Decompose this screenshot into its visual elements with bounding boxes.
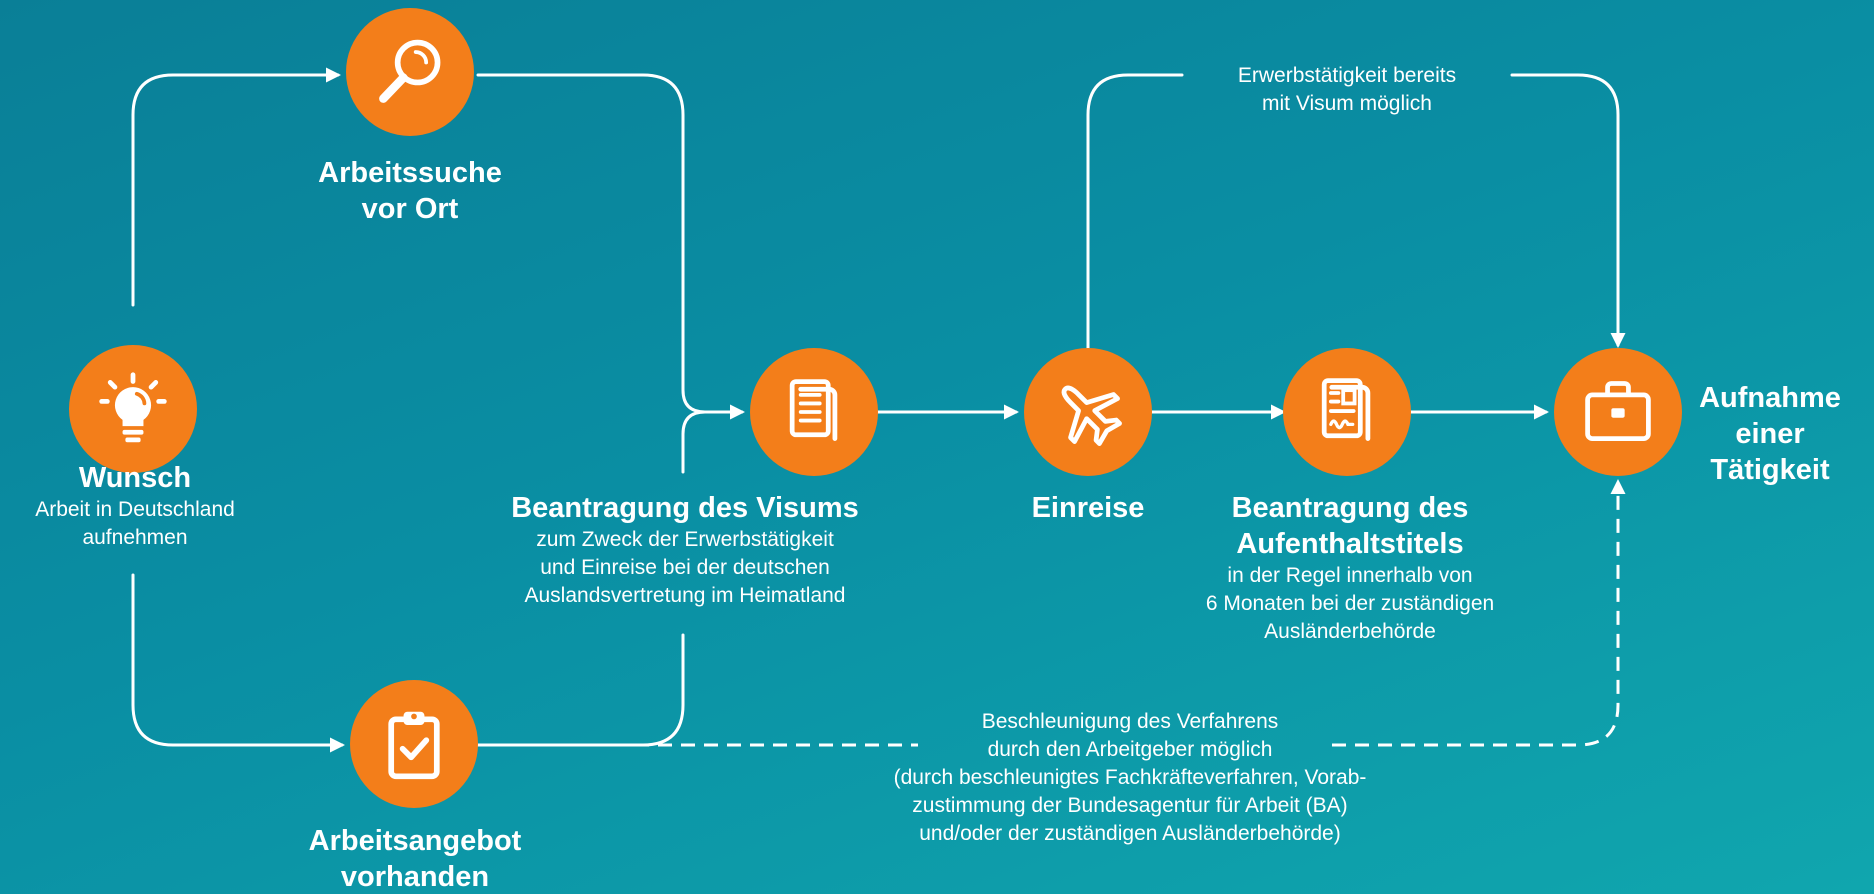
line-arbeitssuche-to-visum: [476, 73, 707, 414]
aufenthaltstitel-subtitle-line2: 6 Monaten bei der zuständigen: [1205, 592, 1495, 615]
wunsch-label: Wunsch Arbeit in Deutschland aufnehmen: [0, 460, 270, 552]
beschleunigung-note-line5: und/oder der zuständigen Ausländerbehörd…: [919, 822, 1341, 845]
beschleunigung-note: Beschleunigung des Verfahrens durch den …: [790, 708, 1470, 848]
permit-document-icon: [1321, 378, 1371, 441]
einreise-title: Einreise: [1031, 492, 1145, 524]
wunsch-subtitle-line2: aufnehmen: [82, 526, 188, 549]
aufenthaltstitel-subtitle-line3: Ausländerbehörde: [1264, 620, 1436, 643]
visum-label: Beantragung des Visums zum Zweck der Erw…: [460, 490, 910, 610]
arrow-wunsch-to-arbeitsangebot: [131, 573, 345, 753]
lightbulb-icon: [99, 372, 167, 443]
magnifier-icon: [379, 39, 441, 103]
arbeitssuche-title-line1: Arbeitssuche: [318, 157, 502, 189]
aufenthaltstitel-label: Beantragung des Aufenthaltstitels in der…: [1170, 490, 1530, 646]
clipboard-check-icon: [388, 711, 440, 780]
einreise-node: [1024, 348, 1152, 476]
arrow-wunsch-to-arbeitssuche: [131, 67, 341, 307]
beschleunigung-note-line2: durch den Arbeitgeber möglich: [987, 738, 1273, 761]
arbeitsangebot-label: Arbeitsangebot vorhanden: [265, 823, 565, 894]
visum-subtitle-line2: und Einreise bei der deutschen: [540, 556, 830, 579]
arrow-einreise-bypass-right: [1510, 73, 1626, 348]
wunsch-node: [69, 345, 197, 473]
beschleunigung-note-line3: (durch beschleunigtes Fachkräfteverfahre…: [893, 766, 1367, 789]
visum-subtitle-line1: zum Zweck der Erwerbstätigkeit: [536, 528, 834, 551]
arbeitssuche-label: Arbeitssuche vor Ort: [290, 155, 530, 227]
arbeitssuche-node: [346, 8, 474, 136]
wunsch-title: Wunsch: [78, 462, 192, 494]
arbeitsangebot-title-line1: Arbeitsangebot: [308, 825, 522, 857]
visum-path-note: Erwerbstätigkeit bereits mit Visum mögli…: [1180, 62, 1514, 118]
aufenthaltstitel-title-line1: Beantragung des: [1231, 492, 1469, 524]
aufenthaltstitel-node: [1283, 348, 1411, 476]
arbeitsangebot-title-line2: vorhanden: [340, 861, 490, 893]
briefcase-icon: [1585, 381, 1651, 441]
aufnahme-title-line3: Tätigkeit: [1710, 454, 1830, 486]
visum-node: [750, 348, 878, 476]
einreise-label: Einreise: [968, 490, 1208, 526]
aufenthaltstitel-subtitle-line1: in der Regel innerhalb von: [1227, 564, 1473, 587]
arbeitsangebot-node: [350, 680, 478, 808]
aufnahme-label: Aufnahme einer Tätigkeit: [1690, 380, 1850, 488]
aufnahme-title-line1: Aufnahme: [1699, 382, 1841, 414]
wunsch-subtitle-line1: Arbeit in Deutschland: [35, 498, 235, 521]
visum-subtitle-line3: Auslandsvertretung im Heimatland: [524, 584, 846, 607]
visum-title: Beantragung des Visums: [511, 492, 859, 524]
aufenthaltstitel-title-line2: Aufenthaltstitels: [1236, 528, 1464, 560]
line-einreise-bypass-left: [1086, 73, 1184, 350]
document-icon: [789, 379, 838, 441]
line-arbeitsangebot-to-visum: [476, 633, 685, 747]
aufnahme-node: [1554, 348, 1682, 476]
aufnahme-title-line2: einer: [1735, 418, 1805, 450]
visum-path-note-line2: mit Visum möglich: [1262, 92, 1432, 115]
visum-path-note-line1: Erwerbstätigkeit bereits: [1237, 64, 1457, 87]
arbeitssuche-title-line2: vor Ort: [361, 193, 459, 225]
dashed-arrow-beschleunigung: [1332, 479, 1626, 747]
beschleunigung-note-line1: Beschleunigung des Verfahrens: [981, 710, 1279, 733]
line-visum-merge: [681, 410, 707, 474]
airplane-icon: [1061, 385, 1122, 446]
beschleunigung-note-line4: zustimmung der Bundesagentur für Arbeit …: [912, 794, 1348, 817]
